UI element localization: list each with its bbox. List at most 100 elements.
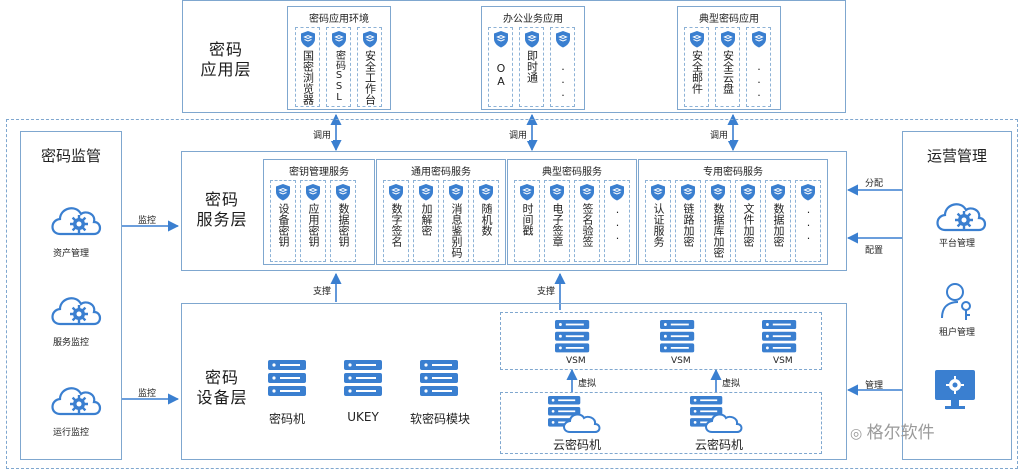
cloud-crypto-machine-icon: [690, 396, 743, 433]
support-label: 支撑: [535, 284, 558, 297]
monitor-arrows: [122, 220, 180, 405]
card-label: 安全工作台: [363, 50, 377, 105]
card-label: 密码SSL: [333, 50, 345, 103]
service-card[interactable]: 随机数: [473, 180, 499, 262]
service-card[interactable]: 签名验签: [574, 180, 600, 262]
shield-icon: [689, 31, 704, 48]
app-card[interactable]: 安全工作台: [357, 27, 382, 107]
card-label: 设备密钥: [277, 203, 290, 247]
shield-icon: [741, 184, 755, 201]
layer-title-line: 服务层: [196, 210, 248, 229]
shield-icon: [711, 184, 725, 201]
shield-icon: [362, 31, 377, 48]
service-card[interactable]: 链路加密: [675, 180, 701, 262]
service-card[interactable]: 时间戳: [514, 180, 540, 262]
platform-boundary: [6, 119, 1018, 469]
cloud-machine-label: 云密码机: [552, 438, 601, 452]
app-card[interactable]: ...: [746, 27, 771, 107]
service-card[interactable]: 消息鉴别码: [443, 180, 469, 262]
device-layer: [181, 303, 847, 460]
cloud-crypto-machine-icon: [548, 396, 601, 433]
shield-icon: [681, 184, 695, 201]
service-card[interactable]: 设备密钥: [270, 180, 296, 262]
service-card[interactable]: 认证服务: [645, 180, 671, 262]
watermark-text: 格尔软件: [866, 423, 935, 443]
card-label: ...: [752, 60, 766, 99]
service-card[interactable]: 数据加密: [765, 180, 791, 262]
layer-title-line: 密码: [204, 368, 239, 387]
watermark: ◎ 格尔软件: [850, 418, 935, 443]
vsm-pool: [500, 312, 822, 370]
card-label: OA: [494, 62, 508, 88]
app-layer-title: 密码 应用层: [186, 40, 266, 80]
card-label: 认证服务: [652, 203, 665, 247]
operation-item-label: 租户管理: [938, 328, 975, 338]
card-label: 国密浏览器: [301, 50, 315, 105]
management-monitor-icon: [935, 370, 975, 409]
service-card[interactable]: 文件加密: [735, 180, 761, 262]
device-layer-title: 密码 设备层: [186, 368, 258, 408]
supervision-panel: [20, 131, 122, 460]
card-label: 随机数: [480, 203, 493, 236]
layer-title-line: 应用层: [200, 60, 252, 79]
app-card[interactable]: 国密浏览器: [295, 27, 320, 107]
layer-title-line: 密码: [208, 40, 243, 59]
card-label: 时间戳: [521, 203, 534, 236]
service-card[interactable]: 加解密: [413, 180, 439, 262]
service-card[interactable]: 应用密钥: [300, 180, 326, 262]
service-layer-title: 密码 服务层: [186, 190, 258, 230]
shield-icon: [306, 184, 320, 201]
card-label: 应用密钥: [307, 203, 320, 247]
supervision-item-label: 资产管理: [52, 249, 89, 259]
app-card[interactable]: ...: [550, 27, 575, 107]
operation-title: 运营管理: [926, 147, 987, 165]
card-label: 数据密钥: [337, 203, 350, 247]
supervision-item-label: 运行监控: [52, 428, 89, 438]
service-card[interactable]: 数据库加密: [705, 180, 731, 262]
virtual-label: 虚拟: [722, 379, 741, 389]
shield-icon: [550, 184, 564, 201]
service-card[interactable]: 数字签名: [383, 180, 409, 262]
layer-title-line: 密码: [204, 190, 239, 209]
shield-icon: [419, 184, 433, 201]
group-title: 专用密码服务: [703, 167, 763, 178]
shield-icon: [520, 184, 534, 201]
operation-arrows: [846, 184, 902, 396]
group-title: 典型密码服务: [542, 167, 602, 178]
service-card[interactable]: 数据密钥: [330, 180, 356, 262]
shield-icon: [336, 184, 350, 201]
card-label: 链路加密: [682, 203, 695, 247]
allocate-label: 分配: [865, 179, 884, 189]
shield-icon: [610, 184, 624, 201]
shield-icon: [449, 184, 463, 201]
app-card[interactable]: OA: [488, 27, 513, 107]
card-label: ...: [802, 203, 815, 242]
service-card[interactable]: ...: [604, 180, 630, 262]
cloud-machine-label: 云密码机: [694, 438, 743, 452]
group-title: 通用密码服务: [411, 167, 471, 178]
card-label: 文件加密: [742, 203, 755, 247]
virtual-arrows: [566, 368, 722, 392]
supervision-title: 密码监管: [40, 147, 101, 165]
group-title: 办公业务应用: [503, 14, 563, 25]
service-group-key-mgmt: [263, 159, 375, 265]
call-label: 调用: [311, 128, 334, 141]
monitor-label: 监控: [138, 216, 157, 226]
vsm-label: VSM: [566, 356, 586, 366]
app-card[interactable]: 安全邮件: [684, 27, 709, 107]
service-group-general: [376, 159, 506, 265]
device-label: 密码机: [268, 412, 305, 426]
shield-icon: [751, 31, 766, 48]
app-card[interactable]: 密码SSL: [326, 27, 351, 107]
app-card[interactable]: 安全云盘: [715, 27, 740, 107]
shield-icon: [801, 184, 815, 201]
service-card[interactable]: ...: [795, 180, 821, 262]
card-label: 数据加密: [772, 203, 785, 247]
app-card[interactable]: 即时通: [519, 27, 544, 107]
service-card[interactable]: 电子签章: [544, 180, 570, 262]
call-label: 调用: [708, 128, 731, 141]
card-label: 签名验签: [581, 203, 594, 247]
call-label: 调用: [507, 128, 530, 141]
shield-icon: [276, 184, 290, 201]
group-title: 密钥管理服务: [289, 167, 349, 178]
